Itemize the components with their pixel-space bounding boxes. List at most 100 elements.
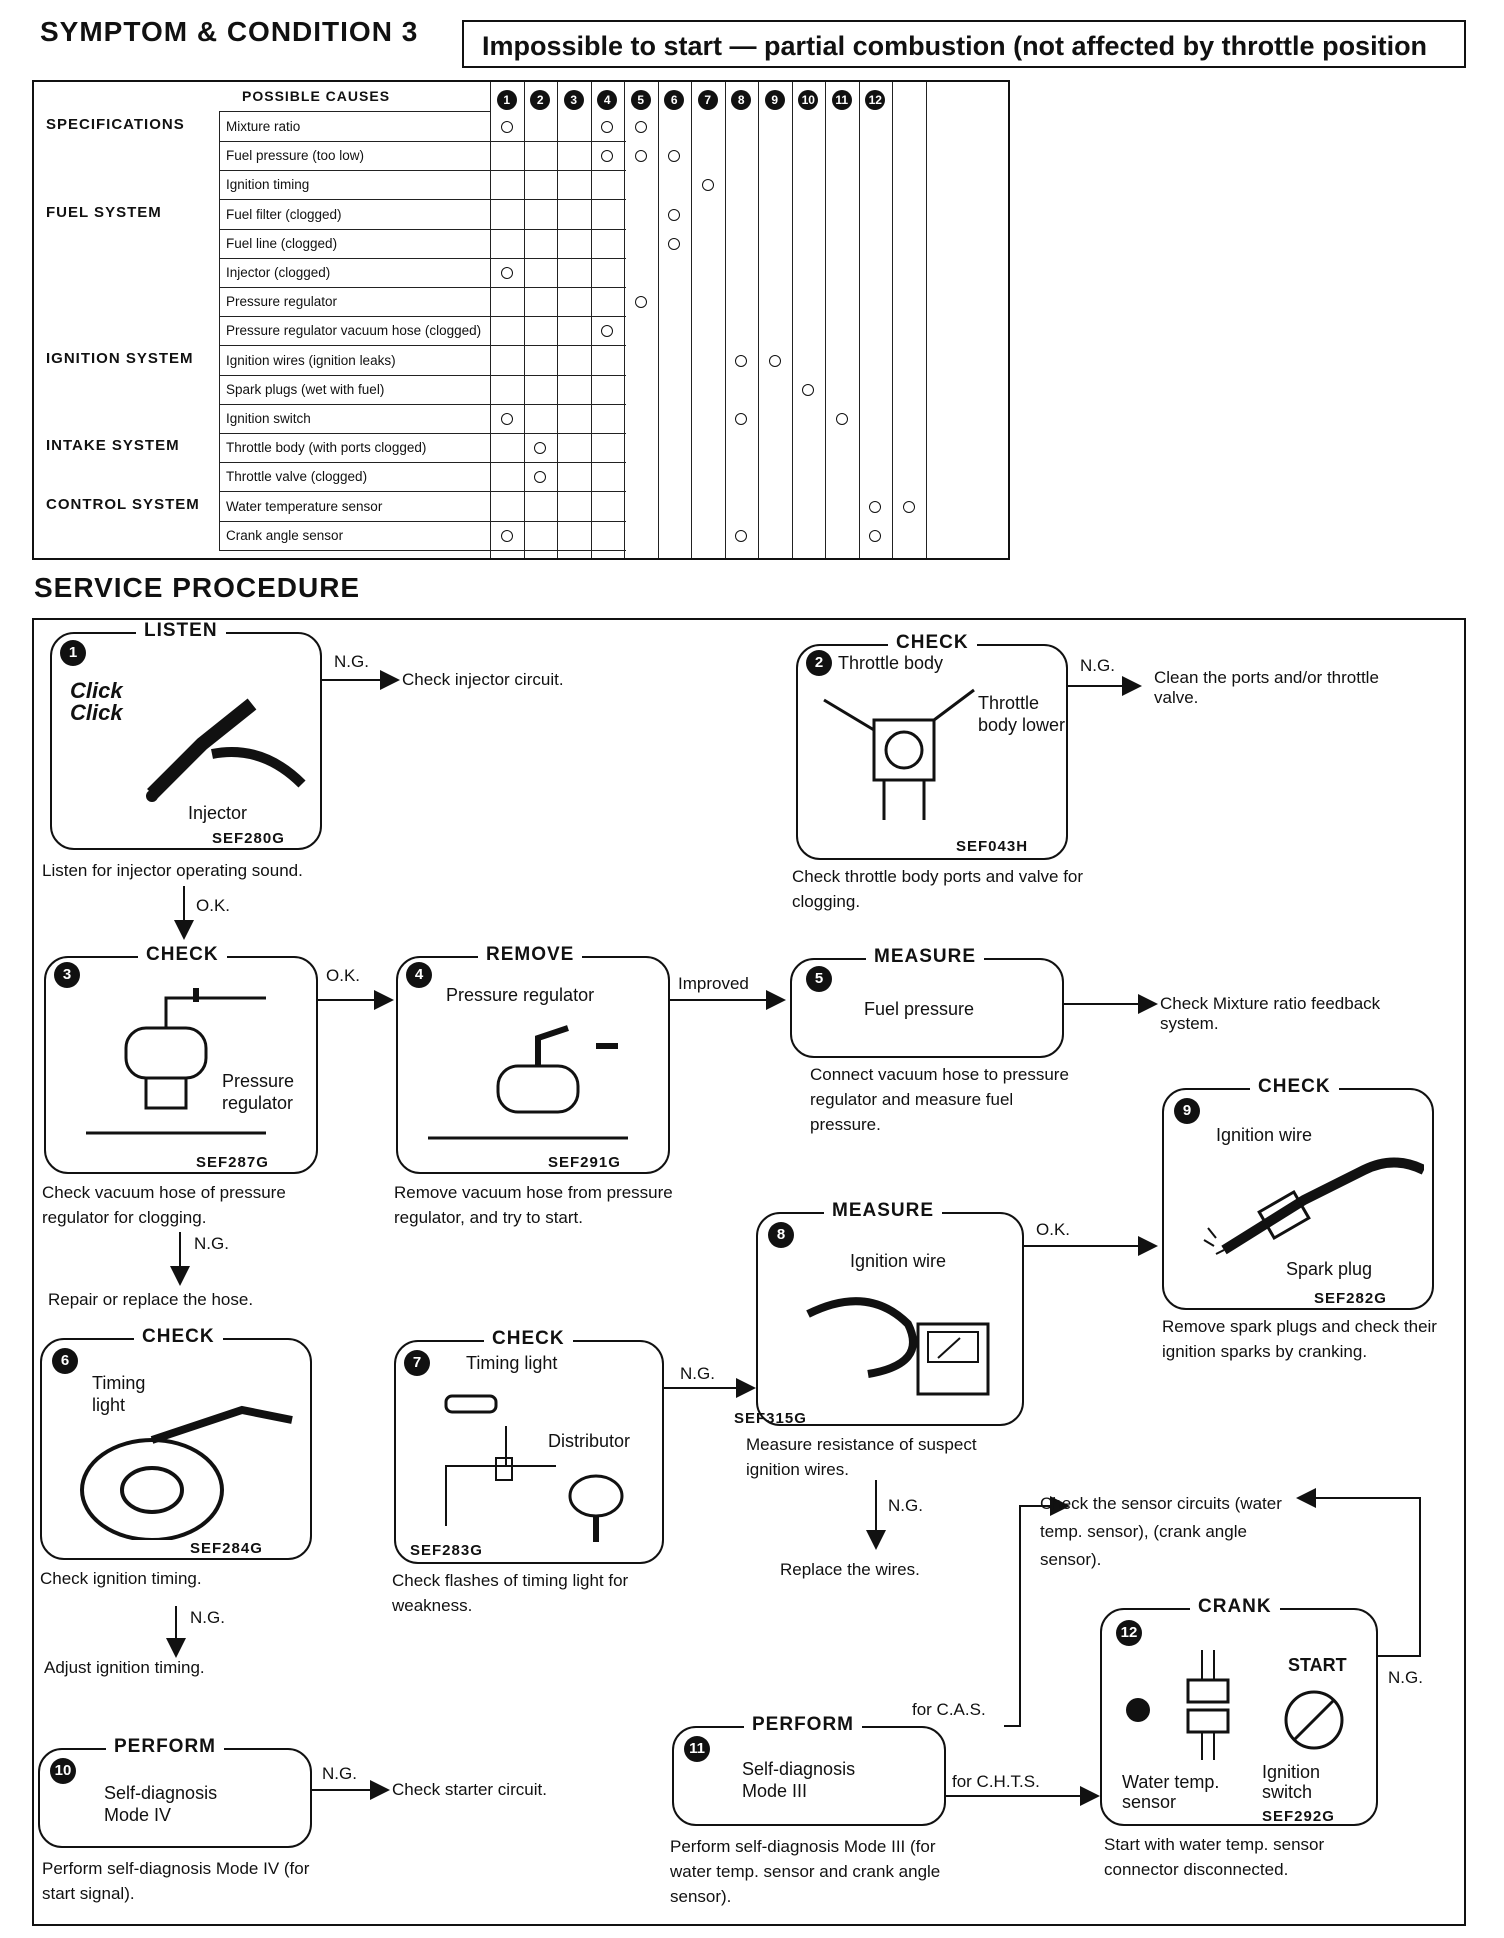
table-column-rule: [825, 82, 826, 558]
step6-inner: Timing light: [92, 1373, 146, 1415]
ohmmeter-illustration: [806, 1297, 990, 1396]
table-column-rule: [523, 82, 525, 558]
cause-mark: [634, 296, 647, 309]
category-label: FUEL SYSTEM: [46, 203, 162, 221]
cause-row: Pressure regulator vacuum hose (clogged): [219, 316, 626, 347]
result-r3: Repair or replace the hose.: [48, 1290, 254, 1309]
table-header-rule: [219, 111, 490, 112]
step5-badge: 5: [806, 966, 832, 992]
result-r10: Check starter circuit.: [392, 1780, 547, 1799]
table-column-rule: [657, 82, 659, 558]
throttle-body-illustration: [823, 688, 975, 820]
step9-caption: Remove spark plugs and check their ignit…: [1162, 1317, 1437, 1361]
cause-row: Pressure regulator: [219, 287, 626, 318]
category-label: SPECIFICATIONS: [46, 116, 185, 133]
step5-card: MEASURE 5 Fuel pressure: [790, 946, 1064, 1058]
step9-code: SEF282G: [1314, 1290, 1387, 1307]
step10-badge: 10: [50, 1758, 76, 1784]
step3-label: CHECK: [138, 944, 227, 966]
step12-water-sensor: Water temp. sensor: [1122, 1772, 1220, 1812]
cause-row: Injector (clogged): [219, 258, 626, 288]
step3-ok-label: O.K.: [326, 966, 361, 985]
step3-card: CHECK 3 Pressure regulator SEF287G: [44, 944, 318, 1174]
step8-caption: Measure resistance of suspect ignition w…: [746, 1435, 977, 1479]
cause-mark: [601, 150, 614, 163]
cause-mark: [634, 150, 647, 163]
step2-code: SEF043H: [956, 838, 1029, 855]
column-number-badge: 11: [831, 90, 852, 110]
step5-caption: Connect vacuum hose to pressure regulato…: [810, 1065, 1069, 1134]
pressure-regulator-removed-illustration: [428, 1025, 628, 1140]
arrow-s12-ng: [1296, 1488, 1421, 1657]
table-column-rule: [791, 82, 793, 558]
cause-mark: [668, 208, 681, 221]
table-column-rule: [590, 82, 592, 558]
distributor-illustration: [444, 1394, 624, 1542]
service-procedure-frame: [32, 618, 1466, 1926]
step9-label: CHECK: [1250, 1076, 1339, 1098]
step1-badge: 1: [60, 640, 86, 666]
column-number-badge: 6: [664, 90, 685, 110]
table-column-rule: [691, 82, 692, 558]
step2-badge: 2: [806, 650, 832, 676]
step6-label: CHECK: [134, 1326, 223, 1348]
column-number-badge: 2: [530, 90, 551, 110]
column-number-badge: 12: [865, 90, 886, 110]
step12-caption: Start with water temp. sensor connector …: [1104, 1835, 1325, 1879]
result-r6: Adjust ignition timing.: [44, 1658, 205, 1677]
cause-mark: [835, 413, 848, 425]
step12-start: START: [1288, 1655, 1347, 1675]
cause-mark: [701, 179, 714, 192]
result-r8: Replace the wires.: [780, 1560, 920, 1579]
step8-inner: Ignition wire: [850, 1251, 947, 1271]
cause-mark: [534, 442, 547, 455]
category-label: CONTROL SYSTEM: [46, 495, 200, 513]
cause-mark: [601, 325, 614, 338]
cause-row: Ignition switch: [219, 404, 626, 434]
step10-inner: Self-diagnosis Mode IV: [104, 1783, 218, 1825]
step11-cas-label: for C.A.S.: [912, 1700, 986, 1719]
cause-mark: [500, 267, 513, 279]
arrow-s11-cas: [1004, 1496, 1070, 1727]
column-number-badge: 8: [731, 90, 752, 110]
step4-label: REMOVE: [478, 944, 583, 966]
step3-badge: 3: [54, 962, 80, 988]
cause-mark: [668, 237, 681, 250]
step7-ng-label: N.G.: [680, 1364, 715, 1383]
cause-row: Fuel line (clogged): [219, 228, 626, 259]
column-number-badge: 10: [798, 90, 819, 110]
step5-label: MEASURE: [866, 946, 985, 968]
result-r2: Clean the ports and/or throttle valve.: [1154, 668, 1379, 707]
step9-card: CHECK 9 Ignition wire Spark plug SEF282G: [1162, 1076, 1434, 1310]
cause-mark: [768, 354, 781, 367]
cause-row: Fuel filter (clogged): [219, 199, 626, 230]
cause-row: Water temperature sensor: [219, 491, 626, 522]
cause-mark: [500, 413, 513, 425]
step9-inner2: Spark plug: [1286, 1259, 1373, 1279]
step3-caption: Check vacuum hose of pressure regulator …: [42, 1183, 286, 1227]
step2-inner: Throttle body: [838, 653, 944, 673]
frame-top-rule: [32, 618, 1466, 620]
step12-code: SEF292G: [1262, 1808, 1335, 1825]
crank-illustration: [1126, 1650, 1344, 1760]
step5-inner: Fuel pressure: [864, 999, 975, 1019]
cause-row: Ignition timing: [219, 170, 626, 201]
table-column-rule: [925, 82, 927, 558]
step9-badge: 9: [1174, 1098, 1200, 1124]
cause-mark: [735, 529, 748, 542]
step3-code: SEF287G: [196, 1154, 269, 1171]
cause-mark: [601, 121, 614, 133]
step3-ng-label: N.G.: [194, 1234, 229, 1253]
step2-card: CHECK 2 Throttle body Throttle body lowe…: [796, 632, 1068, 860]
step4-improved-label: Improved: [678, 974, 749, 993]
cause-row: Throttle body (with ports clogged): [219, 433, 626, 464]
result-r5: Check Mixture ratio feedback system.: [1160, 994, 1381, 1033]
step6-card: CHECK 6 Timing light SEF284G: [40, 1326, 312, 1560]
column-number-badge: 4: [597, 90, 618, 110]
cause-mark: [869, 529, 882, 542]
step1-ok-label: O.K.: [196, 896, 231, 915]
step2-label: CHECK: [888, 632, 977, 654]
step7-label: CHECK: [484, 1328, 573, 1350]
step11-badge: 11: [684, 1736, 710, 1762]
